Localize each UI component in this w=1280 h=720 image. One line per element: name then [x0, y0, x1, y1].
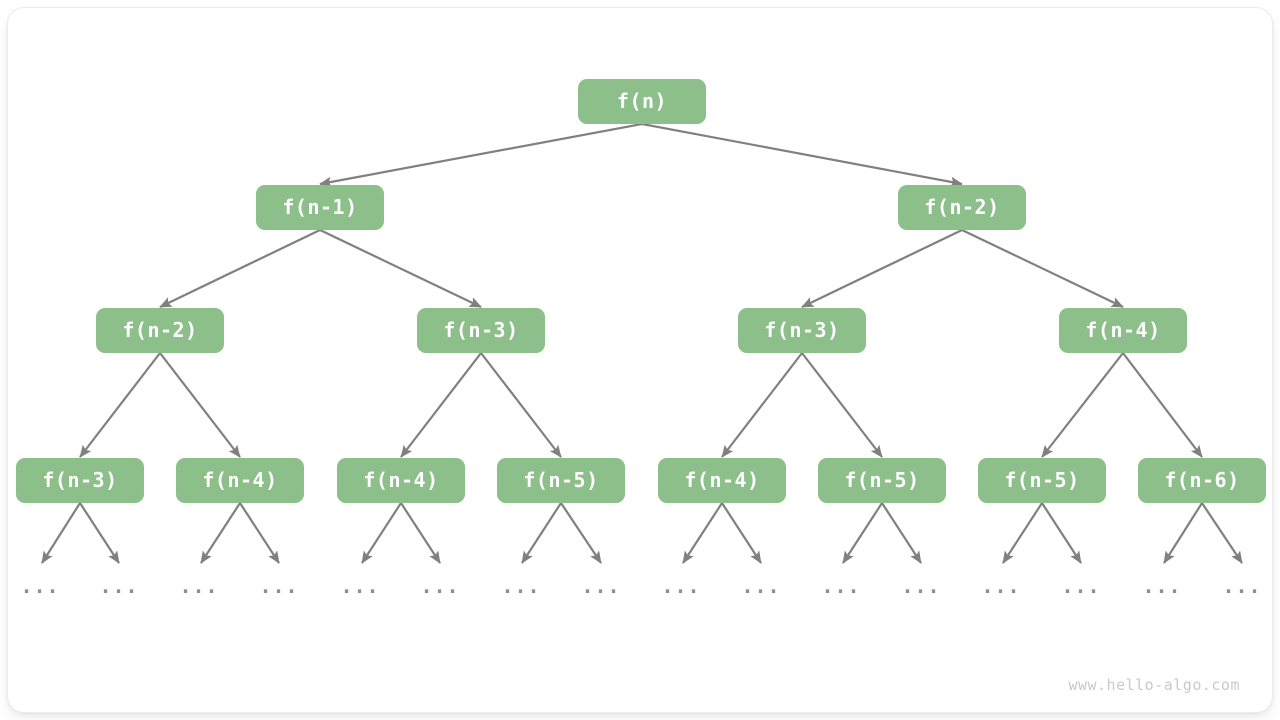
tree-node-label: f(n-4): [202, 468, 278, 492]
ellipsis-marker: ...: [901, 574, 941, 598]
tree-node[interactable]: f(n-3): [738, 307, 866, 353]
watermark: www.hello-algo.com: [1068, 676, 1240, 694]
tree-node-label: f(n-2): [924, 195, 1000, 219]
tree-node[interactable]: f(n-4): [176, 457, 304, 503]
ellipsis-marker: ...: [981, 574, 1021, 598]
tree-node-label: f(n-4): [363, 468, 439, 492]
tree-node[interactable]: f(n-1): [256, 184, 384, 230]
ellipsis-marker: ...: [99, 574, 139, 598]
ellipsis-marker: ...: [1061, 574, 1101, 598]
ellipsis-marker: ...: [420, 574, 460, 598]
ellipsis-marker: ...: [661, 574, 701, 598]
tree-node[interactable]: f(n-3): [16, 457, 144, 503]
tree-node-label: f(n-4): [684, 468, 760, 492]
tree-node-label: f(n-3): [764, 318, 840, 342]
tree-node[interactable]: f(n-6): [1138, 457, 1266, 503]
tree-node[interactable]: f(n-5): [497, 457, 625, 503]
tree-node[interactable]: f(n-2): [898, 184, 1026, 230]
tree-node[interactable]: f(n-4): [337, 457, 465, 503]
ellipsis-marker: ...: [741, 574, 781, 598]
ellipsis-marker: ...: [501, 574, 541, 598]
tree-node-label: f(n-3): [443, 318, 519, 342]
tree-node[interactable]: f(n-2): [96, 307, 224, 353]
ellipsis-marker: ...: [340, 574, 380, 598]
tree-node[interactable]: f(n-3): [417, 307, 545, 353]
ellipsis-marker: ...: [259, 574, 299, 598]
tree-node[interactable]: f(n-5): [978, 457, 1106, 503]
tree-node[interactable]: f(n-4): [1059, 307, 1187, 353]
ellipsis-marker: ...: [581, 574, 621, 598]
tree-node[interactable]: f(n-4): [658, 457, 786, 503]
tree-node-label: f(n-6): [1164, 468, 1240, 492]
ellipsis-marker: ...: [20, 574, 60, 598]
ellipsis-marker: ...: [179, 574, 219, 598]
tree-node-label: f(n-2): [122, 318, 198, 342]
tree-node-label: f(n-4): [1085, 318, 1161, 342]
ellipsis-marker: ...: [1222, 574, 1262, 598]
tree-node[interactable]: f(n): [578, 78, 706, 124]
tree-node-label: f(n): [616, 89, 668, 113]
ellipsis-marker: ...: [821, 574, 861, 598]
ellipsis-marker: ...: [1142, 574, 1182, 598]
tree-node-label: f(n-5): [523, 468, 599, 492]
tree-node-label: f(n-1): [282, 195, 358, 219]
tree-node-label: f(n-5): [1004, 468, 1080, 492]
tree-node-label: f(n-3): [42, 468, 118, 492]
tree-node[interactable]: f(n-5): [818, 457, 946, 503]
tree-node-label: f(n-5): [844, 468, 920, 492]
